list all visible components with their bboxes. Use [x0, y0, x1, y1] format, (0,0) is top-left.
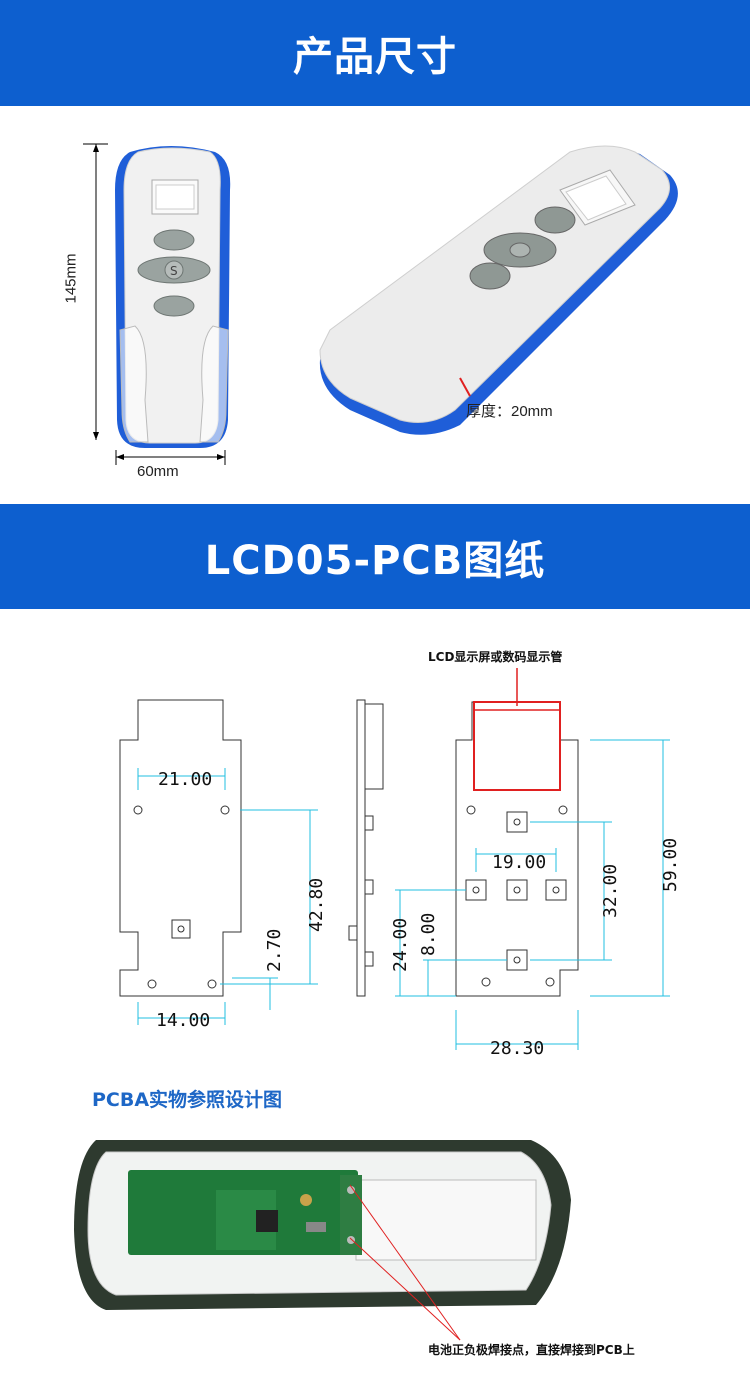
- dim-board-width: 28.30: [490, 1038, 544, 1059]
- dim-left-8: 8.00: [418, 913, 439, 956]
- banner-title: LCD05-PCB图纸: [204, 537, 546, 584]
- dim-total-height: 59.00: [660, 838, 681, 892]
- dim-hole-spacing: 21.00: [158, 769, 212, 790]
- width-dimension-label: 60mm: [137, 463, 179, 480]
- height-dimension-label: 145mm: [62, 253, 80, 304]
- dim-offset-small: 2.70: [264, 929, 285, 972]
- dim-button-spacing: 19.00: [492, 852, 546, 873]
- dim-left-24: 24.00: [390, 918, 411, 972]
- pcba-title: PCBA实物参照设计图: [92, 1089, 283, 1111]
- dim-right-height: 32.00: [600, 864, 621, 918]
- banner-pcb: LCD05-PCB图纸: [0, 504, 750, 609]
- svg-text:S: S: [170, 264, 178, 278]
- dim-bottom-width: 14.00: [156, 1010, 210, 1031]
- thickness-label: 厚度：20mm: [466, 403, 553, 420]
- battery-note: 电池正负极焊接点，直接焊接到PCB上: [428, 1343, 635, 1357]
- remote-front-image: S: [83, 143, 231, 465]
- remote-angled-image: [319, 145, 678, 435]
- dim-height-main: 42.80: [306, 878, 327, 932]
- banner-title: 产品尺寸: [293, 34, 457, 80]
- lcd-label: LCD显示屏或数码显示管: [428, 650, 563, 664]
- pcb-drawing: 21.00 42.80 2.70 14.00 19.00 32.00 59.00…: [119, 668, 681, 1059]
- pcba-photo: [74, 1140, 571, 1310]
- banner-product-size: 产品尺寸: [0, 0, 750, 106]
- pointer-lines: [349, 1184, 461, 1341]
